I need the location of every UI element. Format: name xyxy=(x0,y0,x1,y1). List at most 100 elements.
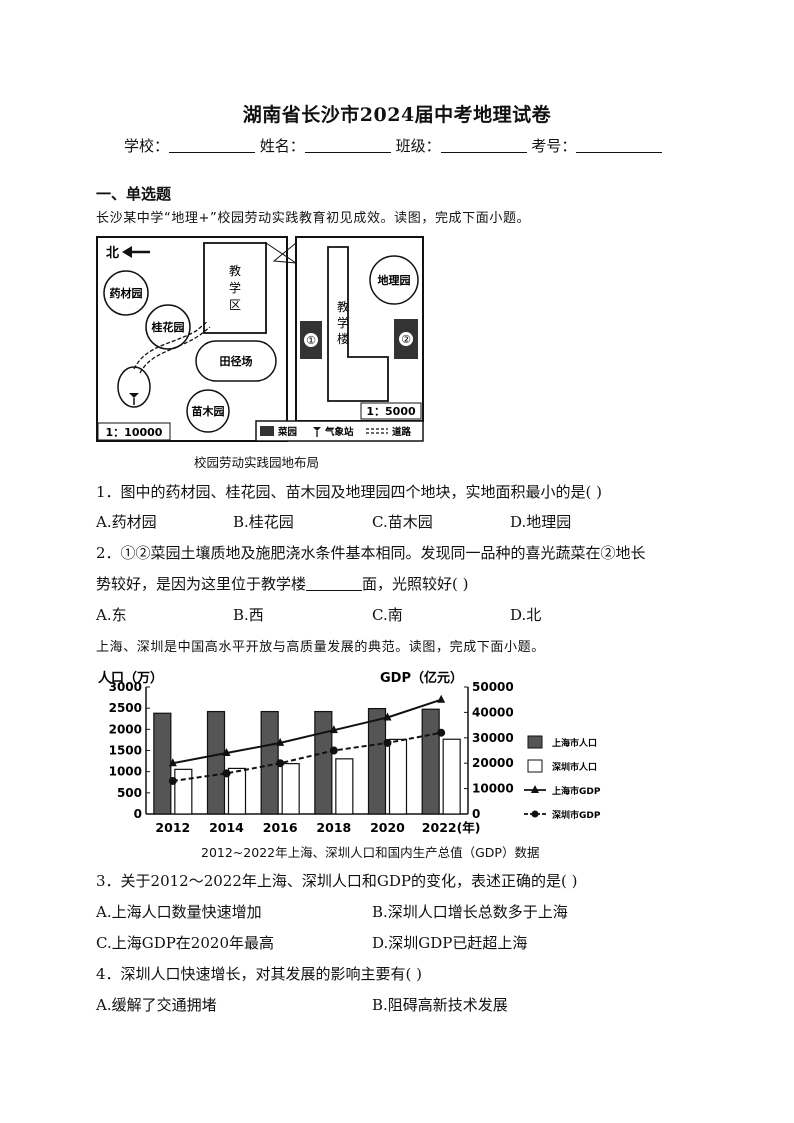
legend-vegetable-label: 菜园 xyxy=(277,426,297,438)
left-tick-label: 1000 xyxy=(109,765,142,779)
legend-shanghai-gdp-marker xyxy=(531,785,539,793)
chart-bars xyxy=(153,707,461,815)
school-blank[interactable] xyxy=(169,138,256,153)
passage1-intro: 长沙某中学“地理+”校园劳动实践教育初见成效。读图，完成下面小题。 xyxy=(96,211,531,226)
exam-number-label: 考号： xyxy=(531,137,577,155)
shanghai-gdp-point xyxy=(168,758,177,767)
shanghai-gdp-point xyxy=(222,748,231,757)
exam-number-blank[interactable] xyxy=(576,138,663,153)
legend-label: 上海市人口 xyxy=(552,737,597,749)
name-blank[interactable] xyxy=(304,138,391,153)
q2-option-b[interactable]: B.西 xyxy=(233,606,264,624)
left-axis-title: 人口（万） xyxy=(98,670,163,686)
shenzhen-gdp-point xyxy=(383,738,392,747)
q1-option-c[interactable]: C.苗木园 xyxy=(372,513,433,531)
q3-option-c[interactable]: C.上海GDP在2020年最高 xyxy=(96,934,274,952)
q2-answer-blank[interactable] xyxy=(306,576,363,591)
shenzhen-population-bar xyxy=(442,738,461,815)
figure1-caption: 校园劳动实践园地布局 xyxy=(194,455,320,470)
left-scale-label: 1：10000 xyxy=(106,426,163,439)
q2-stem-line1: 2．①②菜园土壤质地及施肥浇水条件基本相同。发现同一品种的喜光蔬菜在②地长 xyxy=(96,544,646,562)
osmanthus-garden-label: 桂花园 xyxy=(151,320,185,334)
north-arrow-icon xyxy=(122,246,150,258)
q4-option-b[interactable]: B.阻碍高新技术发展 xyxy=(372,996,508,1014)
legend-strip xyxy=(255,420,424,442)
north-label: 北 xyxy=(106,246,119,261)
legend-shenzhen-pop-swatch xyxy=(527,759,543,773)
shenzhen-gdp-point xyxy=(437,728,446,737)
weather-station-legend-icon xyxy=(313,427,321,437)
q3-option-b[interactable]: B.深圳人口增长总数多于上海 xyxy=(372,903,568,921)
vegetable-plot-icon xyxy=(260,426,274,436)
left-tick-label: 2500 xyxy=(109,701,142,715)
q4-option-a[interactable]: A.缓解了交通拥堵 xyxy=(96,996,217,1014)
school-label: 学校： xyxy=(124,137,170,155)
class-blank[interactable] xyxy=(440,138,527,153)
shanghai-gdp-point xyxy=(383,712,392,721)
shanghai-gdp-line xyxy=(172,698,442,765)
weather-station-icon xyxy=(129,393,139,405)
q3-option-d[interactable]: D.深圳GDP已赶超上海 xyxy=(372,934,528,952)
q2-option-a[interactable]: A.东 xyxy=(96,606,127,624)
shenzhen-population-bar xyxy=(388,738,408,815)
class-label: 班级： xyxy=(395,137,441,155)
legend-shanghai-pop-swatch xyxy=(527,735,543,749)
teaching-area-label: 教学区 xyxy=(229,263,241,312)
shenzhen-gdp-point xyxy=(276,759,285,768)
q3-option-a[interactable]: A.上海人口数量快速增加 xyxy=(96,903,262,921)
q3-stem: 3．关于2012～2022年上海、深圳人口和GDP的变化，表述正确的是( ) xyxy=(96,872,578,890)
callout-lines xyxy=(265,242,297,264)
shanghai-population-bar xyxy=(367,707,387,815)
shanghai-population-bar xyxy=(153,712,172,815)
q2-stem-line2: 势较好，是因为这里位于教学楼面，光照较好( ) xyxy=(96,575,469,593)
right-tick-label: 50000 xyxy=(472,680,514,694)
shenzhen-gdp-line xyxy=(172,731,442,782)
shenzhen-gdp-point xyxy=(168,776,177,785)
shenzhen-gdp-point xyxy=(329,746,338,755)
field-oval xyxy=(195,340,277,382)
q2-option-c[interactable]: C.南 xyxy=(372,606,403,624)
medicine-garden-label: 药材园 xyxy=(110,286,143,300)
shanghai-population-bar xyxy=(260,710,279,815)
nursery-label: 苗木园 xyxy=(192,404,225,418)
shenzhen-population-bar xyxy=(281,763,300,815)
shenzhen-population-bar xyxy=(227,767,247,815)
x-tick-label: 2012 xyxy=(155,820,190,835)
road-path xyxy=(133,320,209,370)
x-tick-label: 2016 xyxy=(263,820,298,835)
right-tick-label: 20000 xyxy=(472,756,514,770)
q2-option-d[interactable]: D.北 xyxy=(510,606,542,624)
teaching-area-block xyxy=(203,242,267,334)
q1-option-a[interactable]: A.药材园 xyxy=(96,513,157,531)
legend-label: 上海市GDP xyxy=(552,785,601,797)
figure2-caption: 2012~2022年上海、深圳人口和国内生产总值（GDP）数据 xyxy=(201,845,540,860)
legend-weather-label: 气象站 xyxy=(324,426,354,438)
shenzhen-gdp-point xyxy=(222,769,231,778)
right-scale-label: 1：5000 xyxy=(366,405,416,418)
shenzhen-population-bar xyxy=(335,758,354,815)
q1-option-d[interactable]: D.地理园 xyxy=(510,513,572,531)
road-icon xyxy=(366,428,388,434)
right-tick-label: 30000 xyxy=(472,731,514,745)
nursery-circle xyxy=(186,389,230,433)
shanghai-population-bar xyxy=(421,708,440,815)
left-tick-label: 500 xyxy=(117,786,142,800)
weather-station-plot xyxy=(117,366,151,408)
q1-option-b[interactable]: B.桂花园 xyxy=(233,513,294,531)
x-tick-label: 2022(年) xyxy=(422,820,481,835)
field-label: 田径场 xyxy=(220,354,253,368)
teaching-building-label: 教学楼 xyxy=(337,299,349,346)
shanghai-population-bar xyxy=(206,710,226,815)
passage2-intro: 上海、深圳是中国高水平开放与高质量发展的典范。读图，完成下面小题。 xyxy=(96,640,545,655)
shanghai-gdp-point xyxy=(276,737,285,746)
shenzhen-population-bar xyxy=(174,768,193,815)
plot1-label: ① xyxy=(306,334,316,347)
shanghai-gdp-point xyxy=(437,694,446,703)
left-tick-label: 2000 xyxy=(109,722,142,736)
right-tick-label: 10000 xyxy=(472,782,514,796)
shanghai-population-bar xyxy=(314,710,333,815)
